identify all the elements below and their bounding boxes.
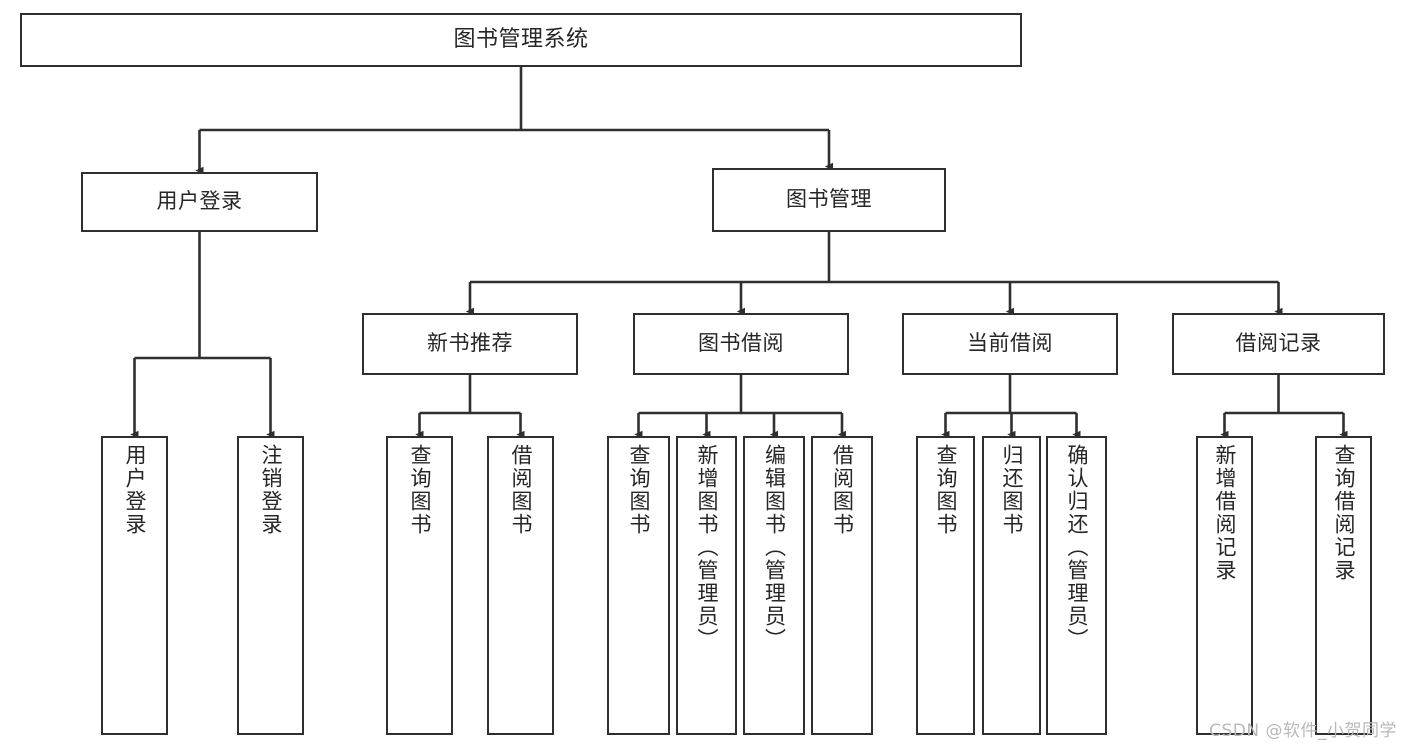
node-label: 查询图书 bbox=[408, 444, 432, 536]
node-leaf-add-book-admin[interactable]: 新增图书（管理员） bbox=[676, 436, 737, 735]
node-label: 新书推荐 bbox=[427, 331, 513, 356]
node-label: 新增图书（管理员） bbox=[695, 444, 719, 651]
node-borrow-record[interactable]: 借阅记录 bbox=[1172, 313, 1385, 375]
node-leaf-query-book-borrow[interactable]: 查询图书 bbox=[607, 436, 670, 735]
node-label: 编辑图书（管理员） bbox=[762, 444, 787, 651]
node-label: 用户登录 bbox=[123, 444, 147, 536]
node-leaf-borrow-book-recommend[interactable]: 借阅图书 bbox=[487, 436, 554, 735]
node-leaf-user-login[interactable]: 用户登录 bbox=[101, 436, 168, 735]
node-label: 归还图书 bbox=[1000, 444, 1024, 536]
node-new-book-recommend[interactable]: 新书推荐 bbox=[362, 313, 578, 375]
node-book-manage[interactable]: 图书管理 bbox=[712, 168, 946, 232]
node-label: 查询图书 bbox=[627, 444, 651, 536]
node-label: 当前借阅 bbox=[967, 331, 1053, 356]
node-label: 图书借阅 bbox=[698, 331, 784, 356]
node-label: 用户登录 bbox=[156, 189, 243, 214]
node-label: 查询借阅记录 bbox=[1332, 444, 1356, 582]
node-leaf-borrow-book[interactable]: 借阅图书 bbox=[811, 436, 873, 735]
node-book-borrow[interactable]: 图书借阅 bbox=[633, 313, 849, 375]
node-leaf-query-borrow-record[interactable]: 查询借阅记录 bbox=[1315, 436, 1372, 735]
node-label: 确认归还（管理员） bbox=[1065, 444, 1089, 651]
node-label: 借阅图书 bbox=[509, 444, 533, 536]
node-leaf-confirm-return-admin[interactable]: 确认归还（管理员） bbox=[1046, 436, 1107, 735]
node-current-borrow[interactable]: 当前借阅 bbox=[902, 313, 1118, 375]
node-leaf-logout-login[interactable]: 注销登录 bbox=[237, 436, 304, 735]
watermark-text: CSDN @软件_小贺同学 bbox=[1209, 721, 1397, 741]
node-label: 借阅图书 bbox=[830, 444, 855, 536]
node-leaf-query-book-recommend[interactable]: 查询图书 bbox=[386, 436, 453, 735]
node-label: 图书管理 bbox=[786, 187, 872, 212]
node-label: 新增借阅记录 bbox=[1213, 444, 1237, 582]
node-leaf-query-book-current[interactable]: 查询图书 bbox=[916, 436, 975, 735]
node-leaf-add-borrow-record[interactable]: 新增借阅记录 bbox=[1196, 436, 1253, 735]
node-user-login[interactable]: 用户登录 bbox=[81, 172, 318, 232]
node-label: 图书管理系统 bbox=[453, 26, 589, 52]
node-label: 注销登录 bbox=[259, 444, 283, 536]
node-label: 查询图书 bbox=[934, 444, 958, 536]
node-leaf-edit-book-admin[interactable]: 编辑图书（管理员） bbox=[743, 436, 805, 735]
node-root[interactable]: 图书管理系统 bbox=[20, 13, 1022, 67]
node-leaf-return-book[interactable]: 归还图书 bbox=[982, 436, 1041, 735]
node-label: 借阅记录 bbox=[1235, 331, 1322, 356]
